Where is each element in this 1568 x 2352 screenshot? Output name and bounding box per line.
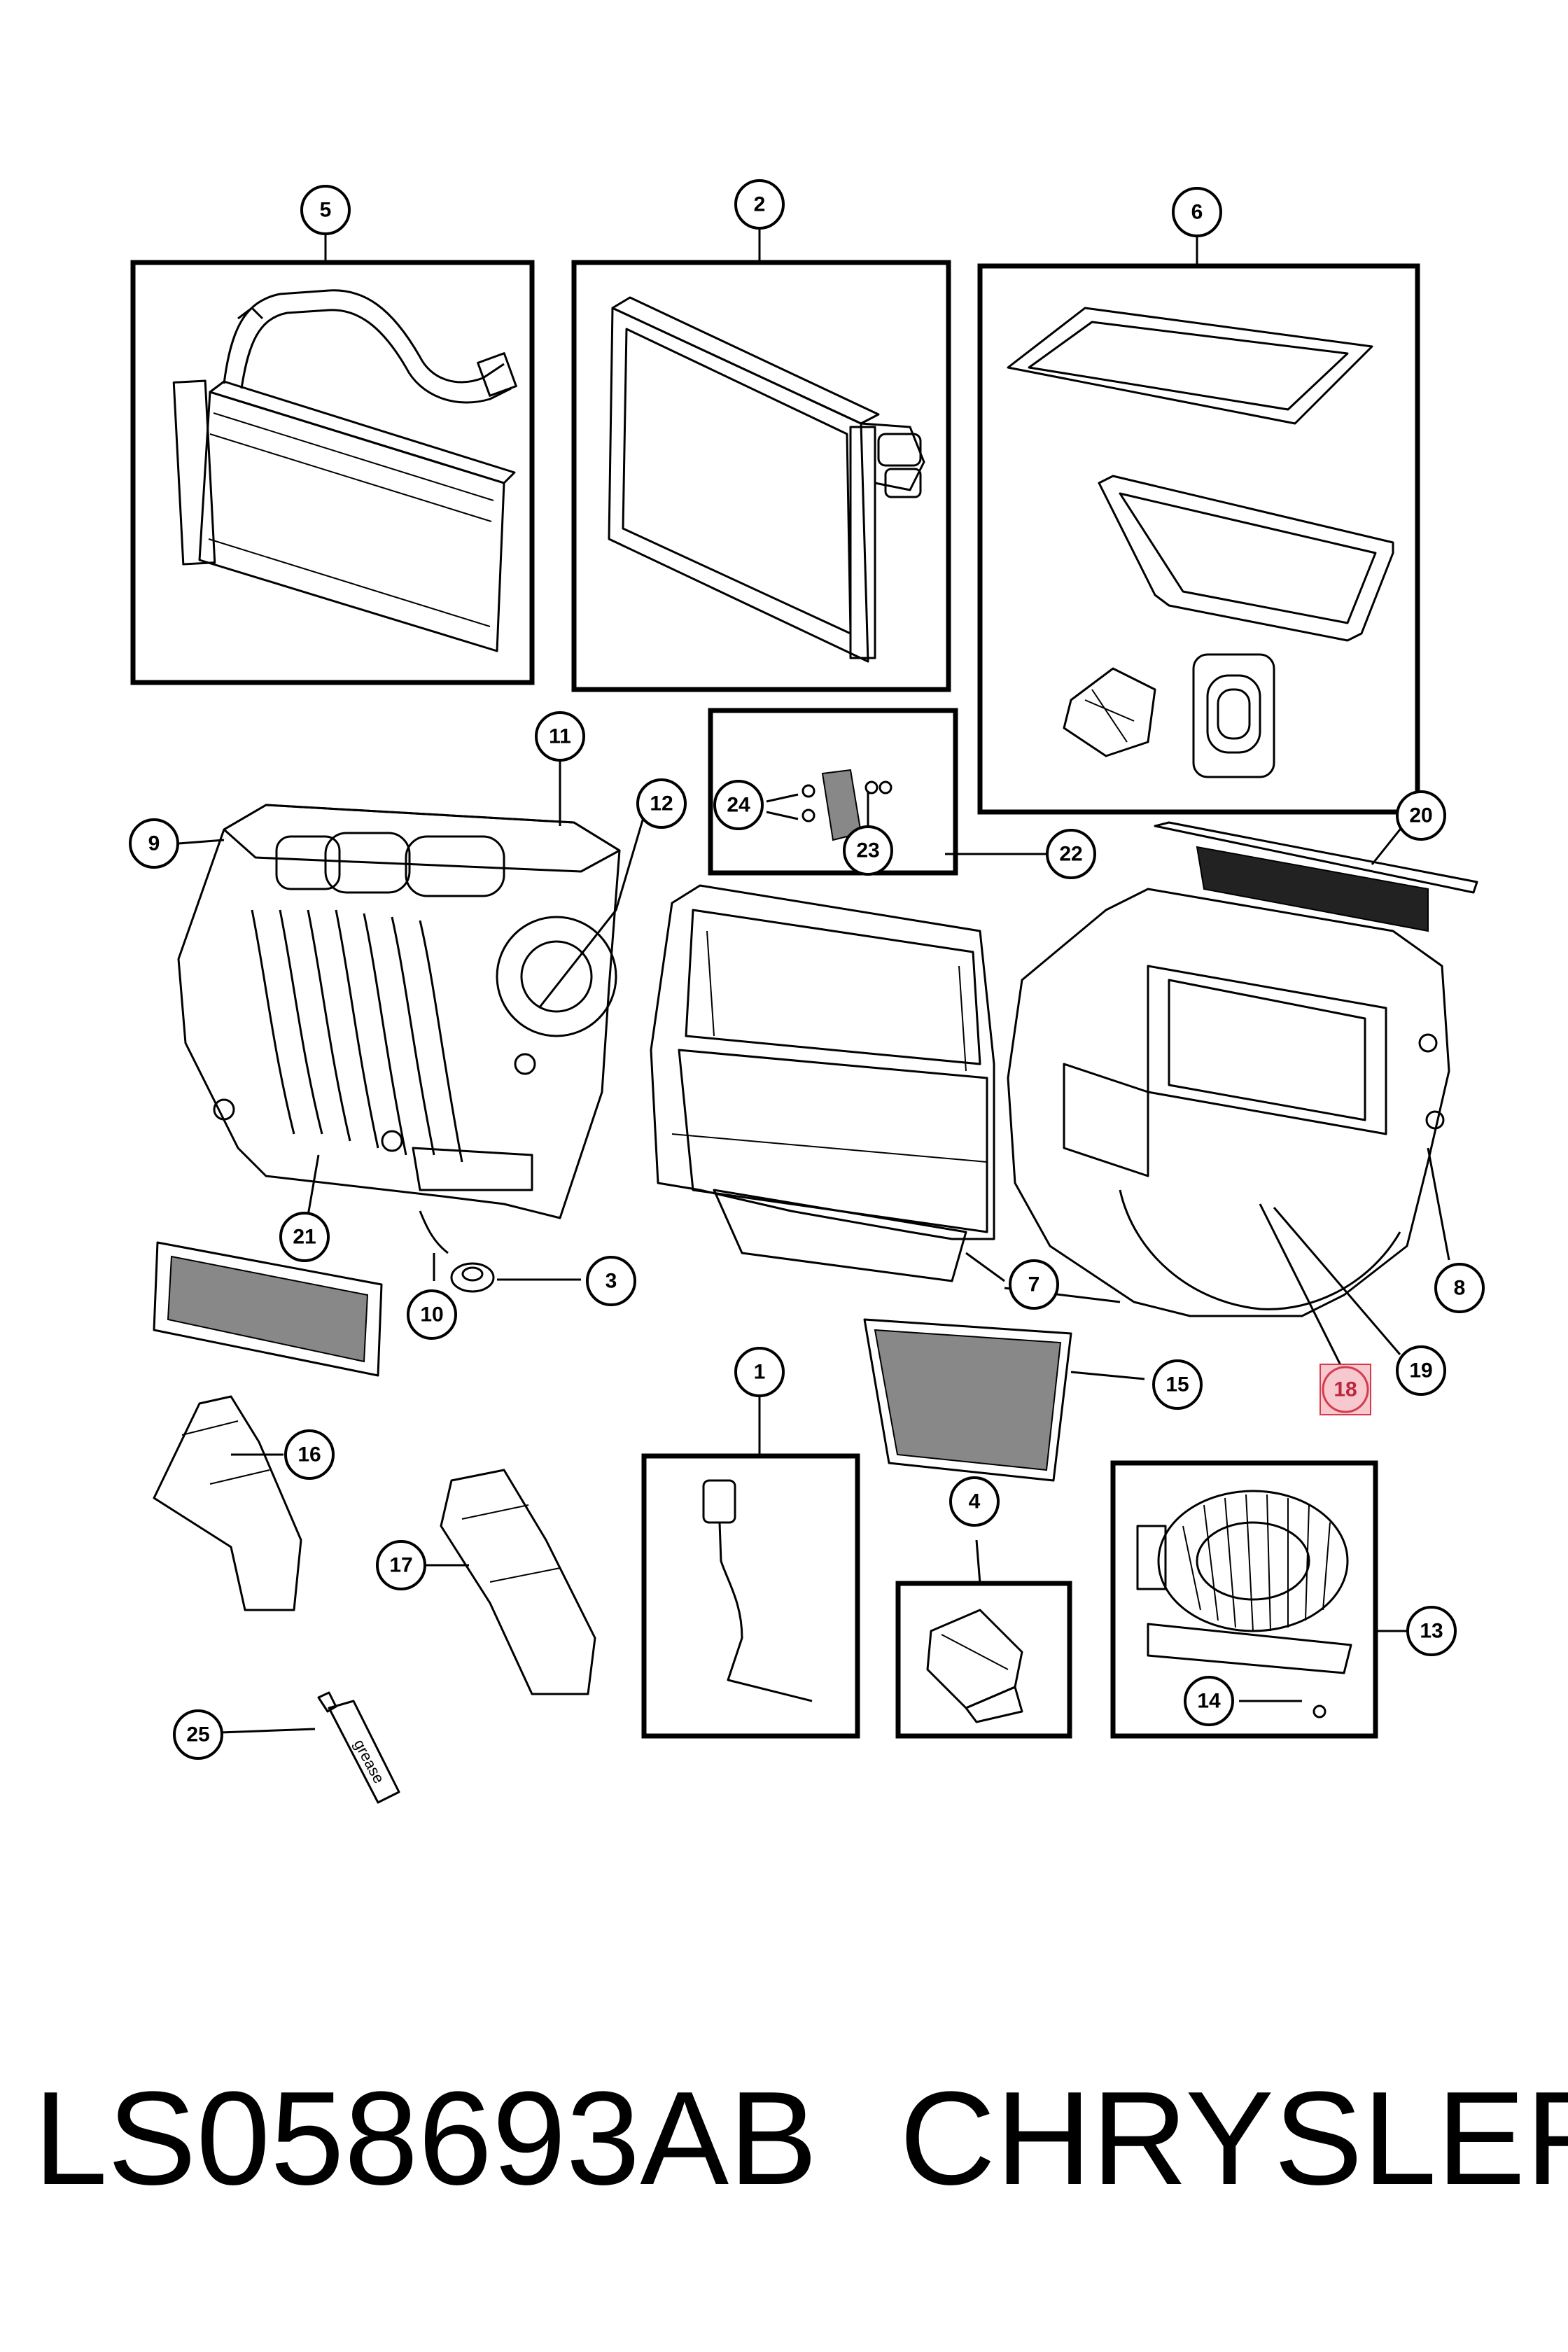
callout-7: 7 <box>1009 1259 1059 1310</box>
callout-11-label: 11 <box>549 725 571 748</box>
hvac-housing-center-illustration <box>650 884 995 1282</box>
heater-core-box <box>130 260 535 685</box>
cabin-filter-illustration <box>863 1318 1072 1482</box>
callout-4: 4 <box>949 1476 1000 1527</box>
callout-18-label: 18 <box>1334 1378 1357 1401</box>
sensor-box <box>641 1453 860 1739</box>
callout-17-label: 17 <box>389 1554 412 1577</box>
callout-1: 1 <box>734 1347 785 1397</box>
seal-kit-illustration <box>1007 307 1394 778</box>
duct-16-illustration <box>153 1395 302 1611</box>
callout-23-label: 23 <box>856 839 879 862</box>
callout-25-label: 25 <box>186 1723 209 1746</box>
callout-19-label: 19 <box>1409 1359 1432 1382</box>
callout-5: 5 <box>300 185 351 235</box>
callout-14-label: 14 <box>1197 1690 1221 1713</box>
callout-10-label: 10 <box>420 1303 443 1326</box>
callout-15: 15 <box>1152 1359 1203 1410</box>
blower-motor-illustration <box>1136 1490 1352 1718</box>
blower-fins <box>1182 1494 1331 1632</box>
callout-8: 8 <box>1434 1263 1485 1313</box>
evaporator-box <box>571 260 951 692</box>
callout-1-label: 1 <box>754 1361 766 1384</box>
callout-15-label: 15 <box>1166 1373 1189 1396</box>
blower-resistor-illustration <box>926 1609 1023 1723</box>
callout-20: 20 <box>1396 790 1446 841</box>
callout-11: 11 <box>535 711 585 762</box>
callout-22-label: 22 <box>1059 843 1082 866</box>
expansion-valve-box <box>708 708 958 876</box>
heater-core-illustration <box>172 289 517 652</box>
brand-text: CHRYSLER <box>899 2064 1568 2213</box>
callout-9-label: 9 <box>148 832 160 855</box>
blower-motor-box <box>1110 1460 1378 1739</box>
callout-21: 21 <box>279 1212 330 1262</box>
callout-18-highlighted: 18 <box>1320 1364 1371 1415</box>
callout-13: 13 <box>1406 1606 1457 1656</box>
evaporator-illustration <box>608 296 925 663</box>
hvac-ducts <box>251 909 463 1163</box>
callout-3: 3 <box>586 1256 636 1306</box>
callout-12: 12 <box>636 778 687 829</box>
grille-illustration <box>153 1241 383 1377</box>
grommet-illustration <box>450 1262 495 1293</box>
callout-25: 25 <box>173 1709 223 1760</box>
callout-12-label: 12 <box>650 792 673 816</box>
callout-13-label: 13 <box>1420 1620 1443 1643</box>
grease-tube-illustration: grease <box>317 1691 400 1804</box>
sensor-wire-illustration <box>419 1210 449 1254</box>
callout-4-label: 4 <box>969 1490 981 1513</box>
blower-resistor-box <box>895 1581 1072 1739</box>
callout-8-label: 8 <box>1454 1277 1466 1300</box>
callout-17: 17 <box>376 1540 426 1590</box>
hvac-housing-left-illustration <box>177 804 621 1219</box>
callout-5-label: 5 <box>320 199 332 222</box>
callout-3-label: 3 <box>606 1270 617 1293</box>
callout-23: 23 <box>843 825 893 876</box>
callout-16-label: 16 <box>298 1443 321 1466</box>
callout-16: 16 <box>284 1429 335 1480</box>
callout-10: 10 <box>407 1289 457 1340</box>
callout-21-label: 21 <box>293 1226 316 1249</box>
duct-17-illustration <box>440 1469 596 1695</box>
linkage-bar-illustration <box>1154 821 1478 932</box>
callout-6-label: 6 <box>1191 201 1203 224</box>
callout-14: 14 <box>1184 1676 1234 1726</box>
hvac-housing-right-illustration <box>1007 888 1450 1317</box>
seal-kit-box <box>977 263 1420 815</box>
leader-lines <box>178 227 1450 1734</box>
callout-24: 24 <box>713 780 764 830</box>
callout-22: 22 <box>1046 829 1096 879</box>
callout-9: 9 <box>129 818 179 869</box>
callout-6: 6 <box>1172 187 1222 237</box>
callout-24-label: 24 <box>727 794 750 817</box>
callout-19: 19 <box>1396 1345 1446 1396</box>
callout-7-label: 7 <box>1028 1273 1040 1296</box>
callout-2-label: 2 <box>754 193 766 216</box>
callout-2: 2 <box>734 179 785 230</box>
part-number-text: LS058693AB <box>34 2064 818 2213</box>
sensor-illustration <box>702 1479 813 1702</box>
callout-20-label: 20 <box>1409 804 1432 827</box>
expansion-valve-illustration <box>802 769 892 841</box>
